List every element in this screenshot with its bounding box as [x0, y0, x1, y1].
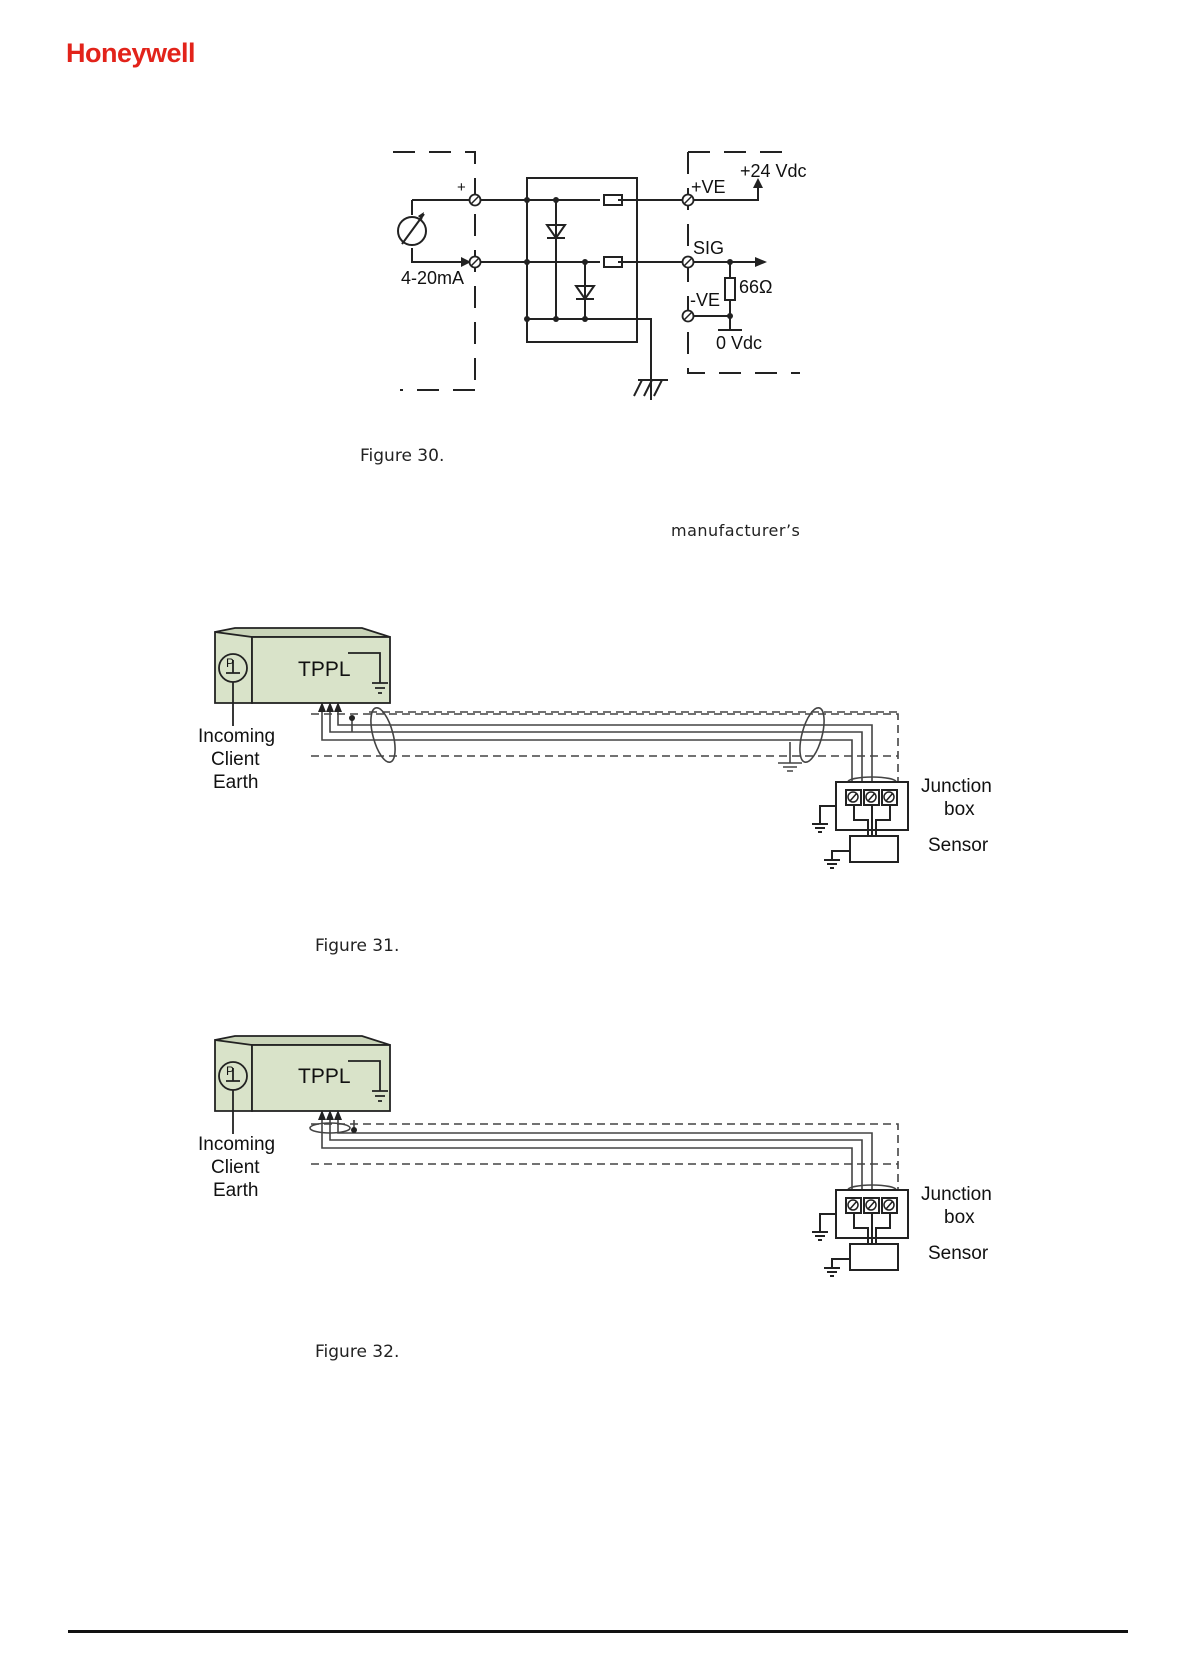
- label-junction: Junction: [921, 1184, 992, 1205]
- footer-rule: [68, 1630, 1128, 1633]
- label-tppl: TPPL: [298, 1065, 351, 1088]
- label-box: box: [944, 1207, 975, 1228]
- label-p: P: [226, 1064, 234, 1078]
- label-incoming: Incoming: [198, 1134, 275, 1155]
- label-earth: Earth: [213, 1180, 258, 1201]
- label-sensor: Sensor: [928, 1243, 989, 1264]
- figure-32-caption: Figure 32.: [315, 1342, 399, 1362]
- label-client: Client: [211, 1157, 260, 1178]
